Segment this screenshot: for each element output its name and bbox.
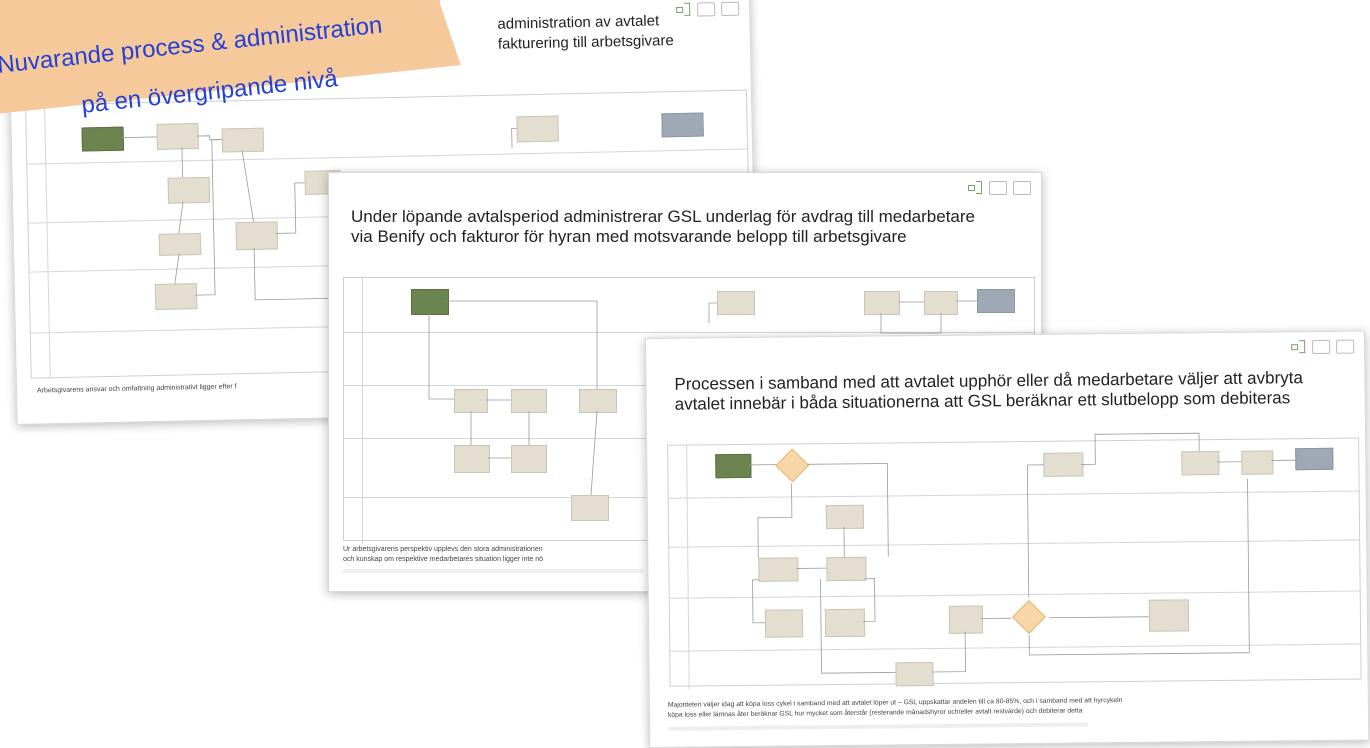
process-step [454,389,488,413]
process-diagram-icon [967,181,983,194]
process-step [579,389,617,413]
slide-thumbnail-3[interactable]: Processen i samband med att avtalet upph… [645,330,1370,748]
slide-toolbar [967,181,1031,195]
process-step [571,495,609,521]
flow-connectors [749,432,1296,674]
lane-label [344,333,363,385]
window-icon [1013,181,1031,195]
process-step [454,445,490,473]
process-step [511,445,547,473]
slide-footer: Ur arbetsgivarens perspektiv upplevs den… [343,546,543,563]
flow-connectors [428,300,977,496]
lane-label [344,386,363,438]
slide-title: Under löpande avtalsperiod administrerar… [351,207,975,246]
process-step [864,291,900,315]
process-start [411,289,449,315]
lane-label [344,439,363,497]
process-end [977,289,1015,313]
lane-label [344,278,363,332]
copy-icon [989,181,1007,195]
lane-label [344,498,363,544]
process-step [717,291,755,315]
slide-footnote [343,569,643,573]
